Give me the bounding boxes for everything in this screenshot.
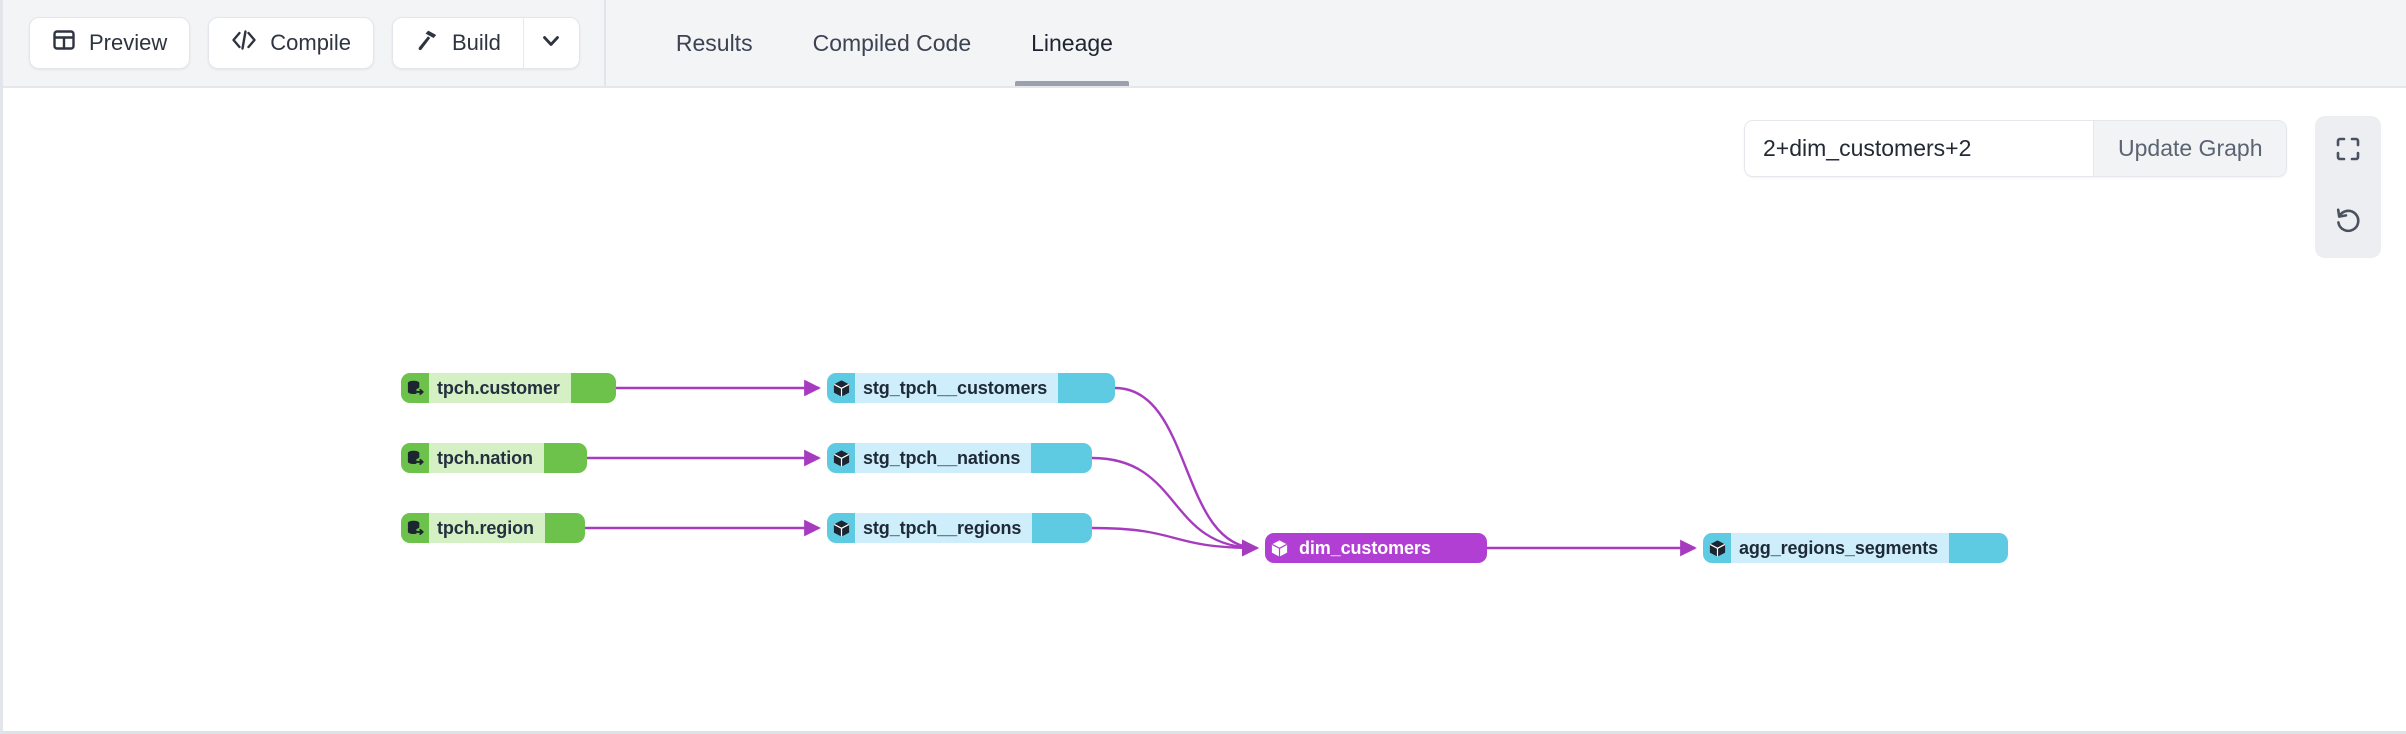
cube-model-icon [1265, 533, 1293, 563]
lineage-node-label: stg_tpch__customers [855, 373, 1059, 403]
reset-rotate-ccw-icon [2333, 205, 2363, 240]
lineage-node-stg-tpch-customers[interactable]: stg_tpch__customers [827, 373, 1115, 403]
compile-button[interactable]: Compile [208, 17, 374, 69]
compile-button-label: Compile [270, 30, 351, 55]
build-button[interactable]: Build [393, 18, 523, 68]
lineage-node-tpch-nation[interactable]: tpch.nation [401, 443, 587, 473]
toolbar-actions: Preview Compile [3, 0, 606, 86]
fullscreen-button[interactable] [2315, 116, 2381, 187]
lineage-node-label: stg_tpch__regions [855, 513, 1033, 543]
lineage-edge-e4 [1114, 386, 1259, 557]
lineage-canvas[interactable]: Update Graph [3, 90, 2406, 731]
build-button-label: Build [451, 30, 501, 55]
cube-model-icon [1703, 533, 1731, 563]
top-toolbar: Preview Compile [3, 0, 2406, 88]
lineage-node-label: dim_customers [1293, 533, 1442, 563]
chevron-down-icon [538, 28, 564, 59]
lineage-node-label: stg_tpch__nations [855, 443, 1032, 473]
lineage-node-agg-regions-segments[interactable]: agg_regions_segments [1703, 533, 2008, 563]
update-graph-button-label: Update Graph [2118, 135, 2263, 161]
lineage-node-dim-customers[interactable]: dim_customers [1265, 533, 1487, 563]
tab-results-label: Results [675, 29, 753, 56]
lineage-edge-e6 [1091, 526, 1259, 557]
hammer-icon [415, 28, 439, 58]
table-icon [52, 28, 76, 58]
lineage-node-tpch-customer[interactable]: tpch.customer [401, 373, 616, 403]
tab-compiled-code-label: Compiled Code [812, 29, 972, 56]
cube-model-icon [827, 443, 855, 473]
panel-tabs: Results Compiled Code Lineage [606, 0, 1143, 86]
update-graph-button[interactable]: Update Graph [2093, 121, 2287, 176]
node-selector-group: Update Graph [1744, 120, 2288, 177]
lineage-node-label: tpch.customer [429, 373, 571, 403]
tab-lineage[interactable]: Lineage [1001, 0, 1143, 86]
tab-lineage-label: Lineage [1031, 29, 1113, 56]
cube-model-icon [827, 513, 855, 543]
build-dropdown-toggle[interactable] [522, 18, 579, 68]
preview-button-label: Preview [89, 30, 168, 55]
cube-model-icon [827, 373, 855, 403]
lineage-node-tpch-region[interactable]: tpch.region [401, 513, 585, 543]
graph-view-controls [2315, 116, 2381, 258]
lineage-graph: tpch.customer tpch.nation tpch.region st… [3, 90, 2406, 731]
node-selector-input[interactable] [1745, 121, 2093, 176]
preview-button[interactable]: Preview [29, 17, 191, 69]
lineage-node-label: tpch.region [429, 513, 545, 543]
tab-results[interactable]: Results [646, 0, 783, 86]
lineage-node-stg-tpch-regions[interactable]: stg_tpch__regions [827, 513, 1092, 543]
fullscreen-expand-icon [2334, 135, 2362, 168]
tab-compiled-code[interactable]: Compiled Code [783, 0, 1002, 86]
code-brackets-icon [231, 29, 257, 57]
database-source-icon [401, 373, 429, 403]
lineage-edges [584, 379, 1697, 557]
build-button-group: Build [391, 17, 580, 69]
reset-graph-button[interactable] [2315, 187, 2381, 258]
lineage-edge-e5 [1091, 456, 1259, 557]
lineage-node-label: tpch.nation [429, 443, 544, 473]
database-source-icon [401, 513, 429, 543]
lineage-node-stg-tpch-nations[interactable]: stg_tpch__nations [827, 443, 1092, 473]
database-source-icon [401, 443, 429, 473]
lineage-node-label: agg_regions_segments [1731, 533, 1950, 563]
